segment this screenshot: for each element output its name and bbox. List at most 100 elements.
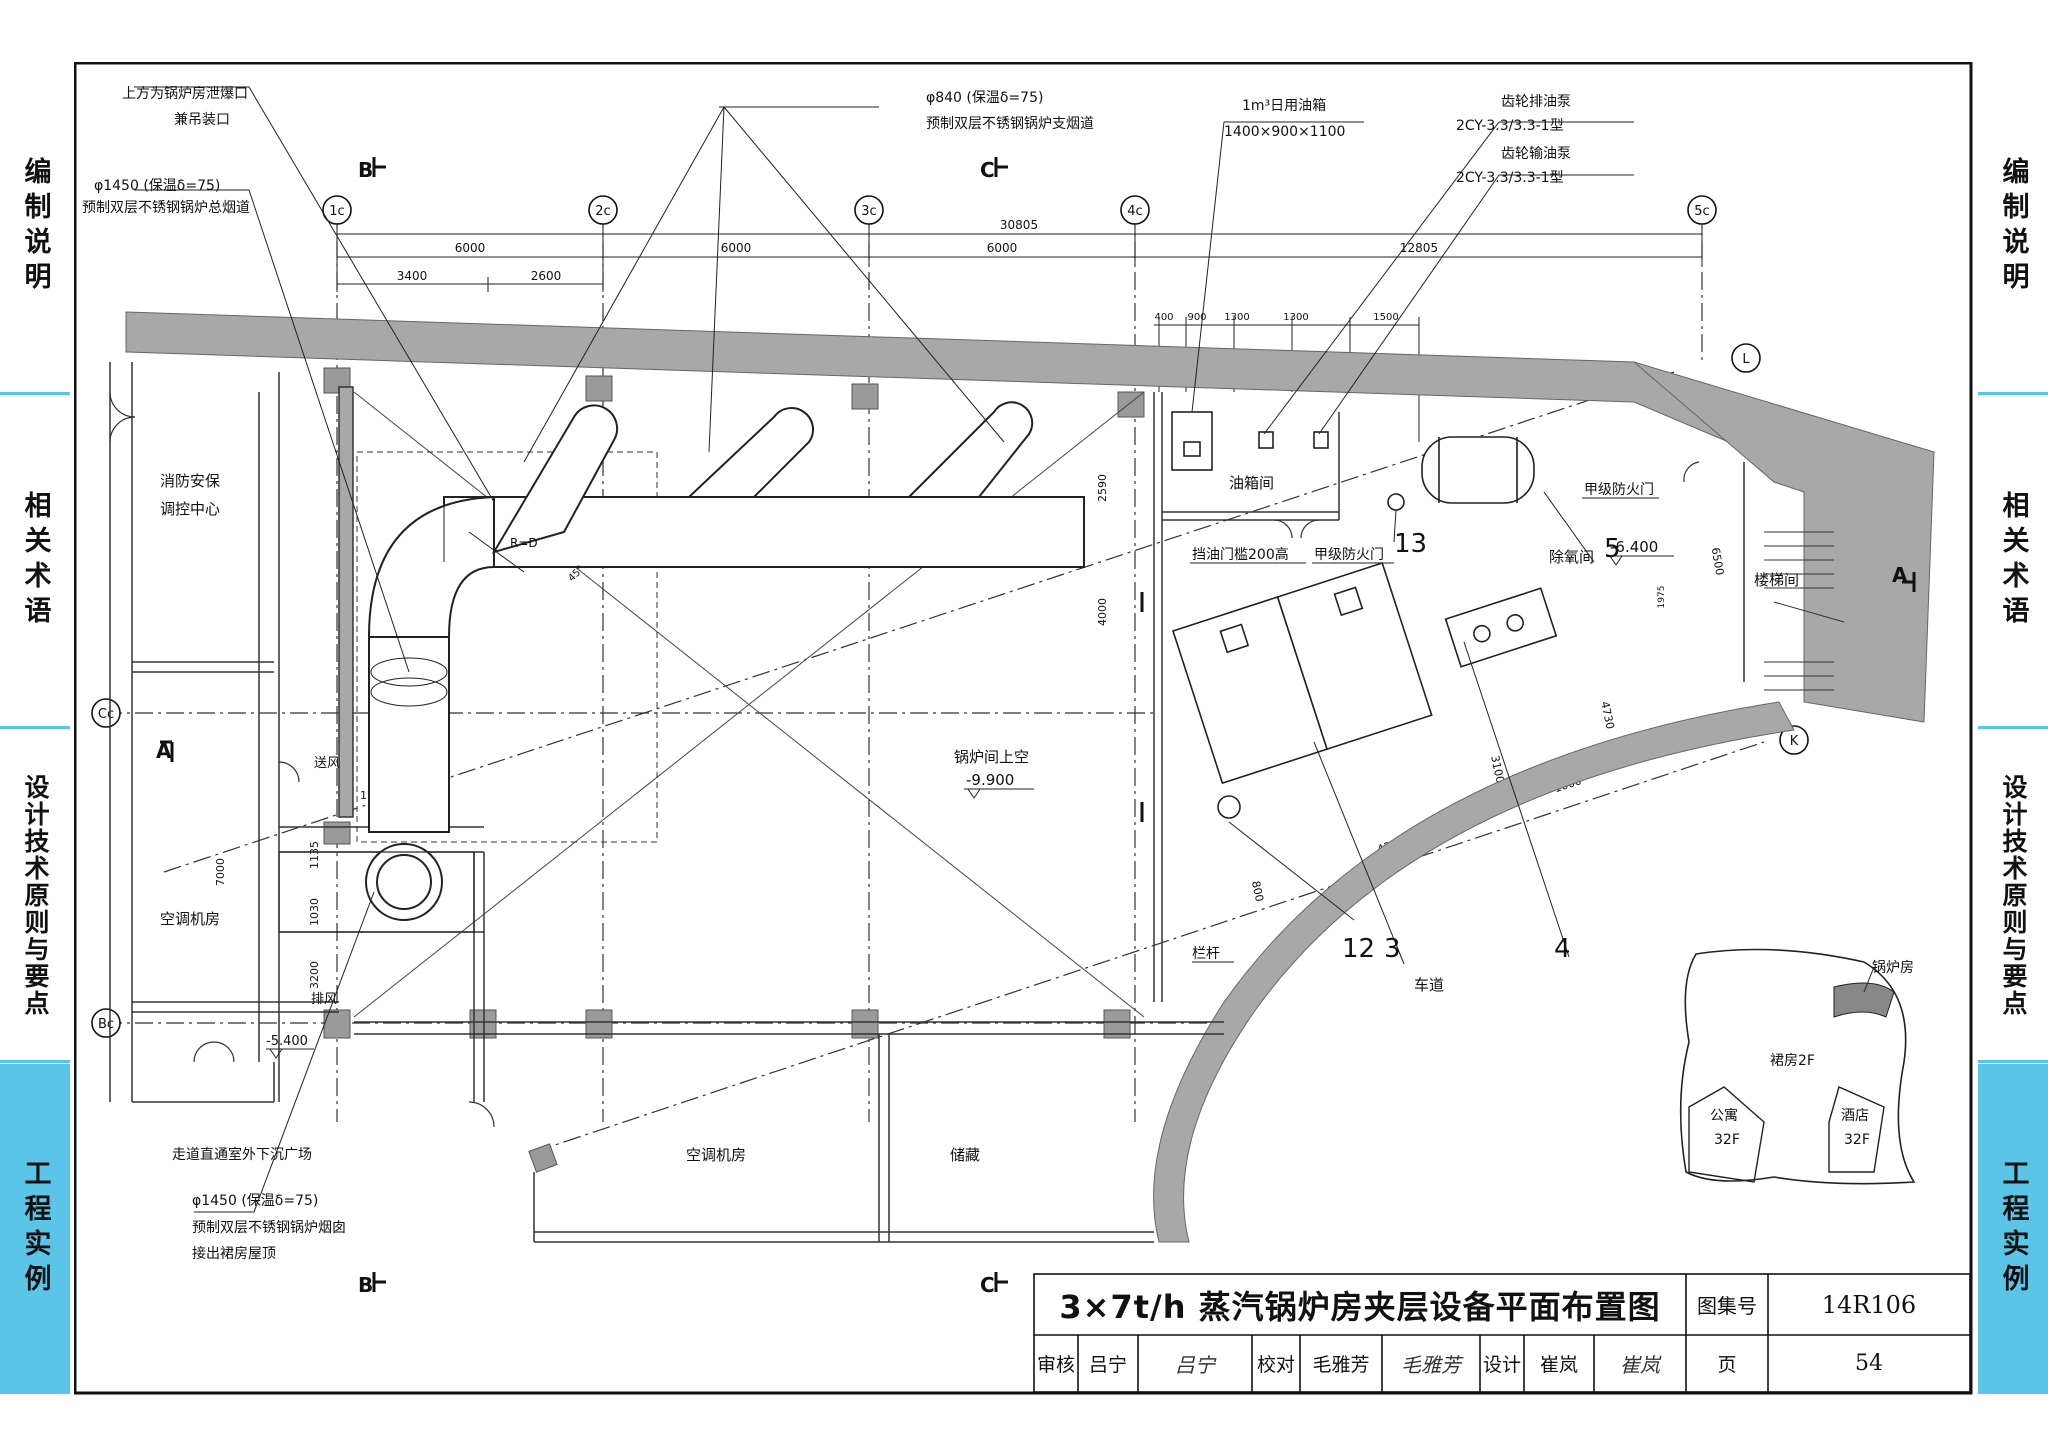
dim-c-3100: 3100: [1488, 754, 1507, 784]
branch-flue-3: [906, 401, 1034, 498]
fire-control-label-2: 调控中心: [160, 500, 220, 518]
dim-v-3200: 3200: [308, 961, 321, 989]
stair-label: 楼梯间: [1754, 571, 1799, 589]
flue-bottom-desc2: 接出裙房屋顶: [192, 1245, 276, 1262]
fire-door-2-label: 甲级防火门: [1584, 482, 1654, 498]
axis-bubble-cc: [91, 698, 121, 728]
check-signature: 毛雅芳: [1401, 1353, 1461, 1377]
branch-flue-2: [686, 407, 814, 498]
side-tab-left-3[interactable]: 设计技术原则与要点: [21, 773, 50, 1017]
fire-control-label: 消防安保: [160, 472, 220, 490]
dim-equip-1: 400: [1154, 312, 1173, 323]
section-mark-a-left: A: [156, 739, 172, 763]
key-plan-apartment-floors: 32F: [1714, 1132, 1740, 1148]
key-plan-hotel: [1828, 1086, 1885, 1173]
atlas-number: 14R106: [1821, 1290, 1917, 1319]
dim-v-2590: 2590: [1096, 474, 1109, 502]
branch-flue-desc-label: 预制双层不锈钢锅炉支烟道: [926, 116, 1094, 132]
room-texts: 消防安保 调控中心 空调机房 空调机房 储藏 锅炉间上空 -9.900 油箱间 …: [160, 472, 1799, 1164]
key-plan-boiler-label: 锅炉房: [1872, 960, 1914, 976]
explosion-vent-outline: [356, 451, 658, 843]
check-name: 毛雅芳: [1312, 1354, 1370, 1376]
side-tab-right-3[interactable]: 设计技术原则与要点: [1999, 773, 2028, 1017]
axis-label-4c: 4c: [1127, 204, 1142, 219]
axis-bubble-1c: [322, 195, 352, 225]
side-separator: [1978, 392, 2048, 395]
page-number: 54: [1855, 1351, 1883, 1376]
side-tab-right-4[interactable]: 工程实例: [1978, 1064, 2048, 1394]
hoist-opening-label: 兼吊装口: [174, 112, 230, 128]
dim-v-1030: 1030: [308, 898, 321, 926]
axis-bubble-3c: [854, 195, 884, 225]
section-mark-lines: [160, 157, 1916, 1292]
sheet-border: [74, 62, 1973, 1395]
axis-label-2c: 2c: [595, 204, 610, 219]
supply-air-label: 送风: [314, 756, 340, 771]
boiler-void-elev: -9.900: [966, 771, 1014, 789]
boiler-units: [1171, 561, 1433, 785]
floor-plan-drawing: 1c 2c 3c 4c 5c Cc Bc L K 30805 6000 6000…: [74, 62, 1973, 1395]
callout-5: 5: [1604, 534, 1621, 564]
key-plan-boiler-hatch: [1833, 982, 1895, 1018]
deaerator-tank: [1421, 436, 1535, 504]
fire-door-1-label: 甲级防火门: [1314, 547, 1384, 563]
flue-elbow: [367, 495, 495, 638]
check-label: 校对: [1256, 1354, 1295, 1376]
dim-v-1135: 1135: [308, 841, 321, 869]
design-signature: 崔岚: [1620, 1353, 1660, 1377]
axis-labels: 1c 2c 3c 4c 5c Cc Bc L K: [98, 204, 1799, 1032]
pump1-title: 齿轮排油泵: [1501, 94, 1571, 110]
dim-equip-3: 1300: [1224, 312, 1249, 323]
section-mark-b-bottom: B: [358, 1273, 373, 1297]
review-signature: 吕宁: [1175, 1353, 1215, 1377]
design-label: 设计: [1482, 1354, 1521, 1376]
axis-label-cc: Cc: [98, 707, 114, 722]
side-separator: [0, 1060, 70, 1063]
branch-flue-1: [491, 404, 619, 554]
dim-v-6500: 6500: [1709, 546, 1727, 576]
section-mark-c-bottom: C: [980, 1273, 995, 1297]
side-tab-left-2[interactable]: 相关术语: [19, 491, 51, 631]
oil-room-label: 油箱间: [1229, 474, 1274, 492]
dimension-lines: [336, 227, 1703, 442]
dim-v-4000: 4000: [1096, 598, 1109, 626]
oil-tank: [1171, 411, 1213, 471]
flue-bottom-desc: 预制双层不锈钢锅炉烟囱: [192, 1220, 346, 1236]
dim-span-3: 6000: [987, 241, 1018, 255]
side-separator: [1978, 1060, 2048, 1063]
stair-treads: [1764, 531, 1845, 691]
side-tab-right-2[interactable]: 相关术语: [1997, 491, 2029, 631]
side-tab-left-1[interactable]: 编制说明: [19, 157, 51, 297]
side-tab-right-1[interactable]: 编制说明: [1997, 157, 2029, 297]
ac-room-left-label: 空调机房: [160, 910, 220, 928]
section-mark-c-top: C: [980, 158, 995, 182]
side-tab-left-4[interactable]: 工程实例: [0, 1064, 70, 1394]
design-name: 崔岚: [1539, 1354, 1578, 1376]
pump1-model: 2CY-3.3/3.3-1型: [1456, 118, 1564, 134]
elev-left-label: -5.400: [266, 1034, 308, 1049]
dim-sub-2: 2600: [531, 269, 562, 283]
storage-label: 储藏: [950, 1146, 980, 1164]
dim-sub-1: 3400: [397, 269, 428, 283]
axis-bubbles: [91, 195, 1809, 1038]
chimney-shaft: [278, 851, 475, 933]
flue-details: [370, 502, 525, 707]
flue-ducts: [278, 401, 1085, 933]
title-block-grid: [1033, 1273, 1971, 1393]
axis-label-3c: 3c: [861, 204, 876, 219]
dim-total: 30805: [1000, 218, 1038, 232]
axis-bubble-l: [1731, 343, 1761, 373]
elevation-markers: [266, 497, 1674, 1059]
callout-12: 12: [1342, 934, 1375, 964]
axis-label-bc: Bc: [98, 1017, 114, 1032]
side-separator: [1978, 726, 2048, 729]
review-label: 审核: [1036, 1354, 1075, 1376]
axis-label-l: L: [1742, 352, 1750, 367]
section-mark-b-top: B: [358, 158, 373, 182]
ac-room-bottom-label: 空调机房: [686, 1146, 746, 1164]
axis-bubble-bc: [91, 1008, 121, 1038]
drawing-title: 3×7t/h 蒸汽锅炉房夹层设备平面布置图: [1059, 1287, 1661, 1326]
pump2-model: 2CY-3.3/3.3-1型: [1456, 170, 1564, 186]
key-plan-apartment: [1688, 1086, 1765, 1183]
corridor-label: 走道直通室外下沉广场: [172, 1146, 312, 1163]
